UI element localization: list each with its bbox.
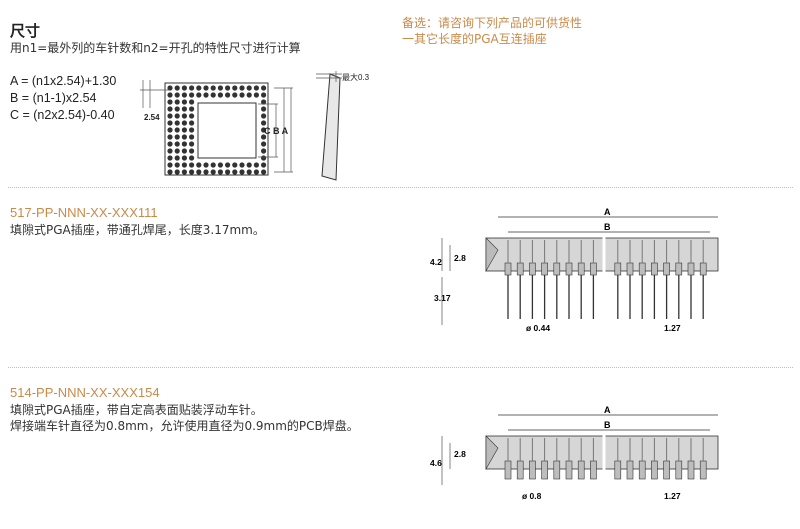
dim-a-514: A	[604, 405, 611, 415]
note-line1: 请咨询下列产品的可供货性	[438, 16, 583, 30]
pin-row-517	[504, 240, 707, 319]
dim-h1-514: 4.6	[430, 458, 442, 468]
dim-pin-517: ø 0.44	[526, 323, 550, 333]
pin-array	[164, 82, 269, 176]
calc-description: 用n1=最外列的车针数和n2=开孔的特性尺寸进行计算	[10, 41, 301, 55]
socket-top-view-drawing: 2.54 C B A	[140, 80, 293, 176]
dim-pitch-517: 1.27	[664, 323, 681, 333]
dim-a-517: A	[604, 207, 611, 217]
dim-label-max: 最大0.3	[342, 72, 370, 82]
dim-pin-514: ø 0.8	[522, 491, 542, 501]
dim-label-cba: C B A	[264, 126, 289, 136]
dim-h2-517: 2.8	[454, 253, 466, 263]
product-514-description-2: 焊接端车针直径为0.8mm，允许使用直径为0.9mm的PCB焊盘。	[10, 419, 359, 433]
part-number-517: 517-PP-NNN-XX-XXX111	[10, 205, 158, 220]
dim-label-254: 2.54	[144, 113, 160, 122]
part-number-514: 514-PP-NNN-XX-XXX154	[10, 385, 160, 400]
dim-b-514: B	[604, 420, 611, 430]
pin-row-514	[504, 438, 707, 480]
dim-h2-514: 2.8	[454, 449, 466, 459]
product-514-side-drawing: A B 4.6 2.8 ø 0.8 1.27	[430, 405, 719, 501]
dim-pitch-514: 1.27	[664, 491, 681, 501]
formula-c: C = (n2x2.54)-0.40	[10, 108, 115, 122]
formula-b: B = (n1-1)x2.54	[10, 91, 97, 105]
dim-tail-517: 3.17	[434, 293, 451, 303]
note-line2: 一其它长度的PGA互连插座	[402, 32, 547, 46]
note-prefix: 备选：	[402, 16, 439, 30]
section-divider	[8, 367, 793, 368]
dim-b-517: B	[604, 222, 611, 232]
product-517-description: 填隙式PGA插座，带通孔焊尾，长度3.17mm。	[10, 223, 265, 237]
product-517-side-drawing: A B 4.2 2.8 3.17 ø 0.44 1.27	[430, 207, 719, 333]
availability-note: 备选：请咨询下列产品的可供货性	[402, 15, 582, 31]
section-divider	[8, 187, 793, 188]
formula-a: A = (n1x2.54)+1.30	[10, 74, 117, 88]
socket-side-view-drawing: 最大0.3	[316, 71, 370, 181]
dim-h1-517: 4.2	[430, 257, 442, 267]
product-514-description-1: 填隙式PGA插座，带自定高表面贴装浮动车针。	[10, 403, 263, 417]
section-title: 尺寸	[10, 22, 41, 40]
